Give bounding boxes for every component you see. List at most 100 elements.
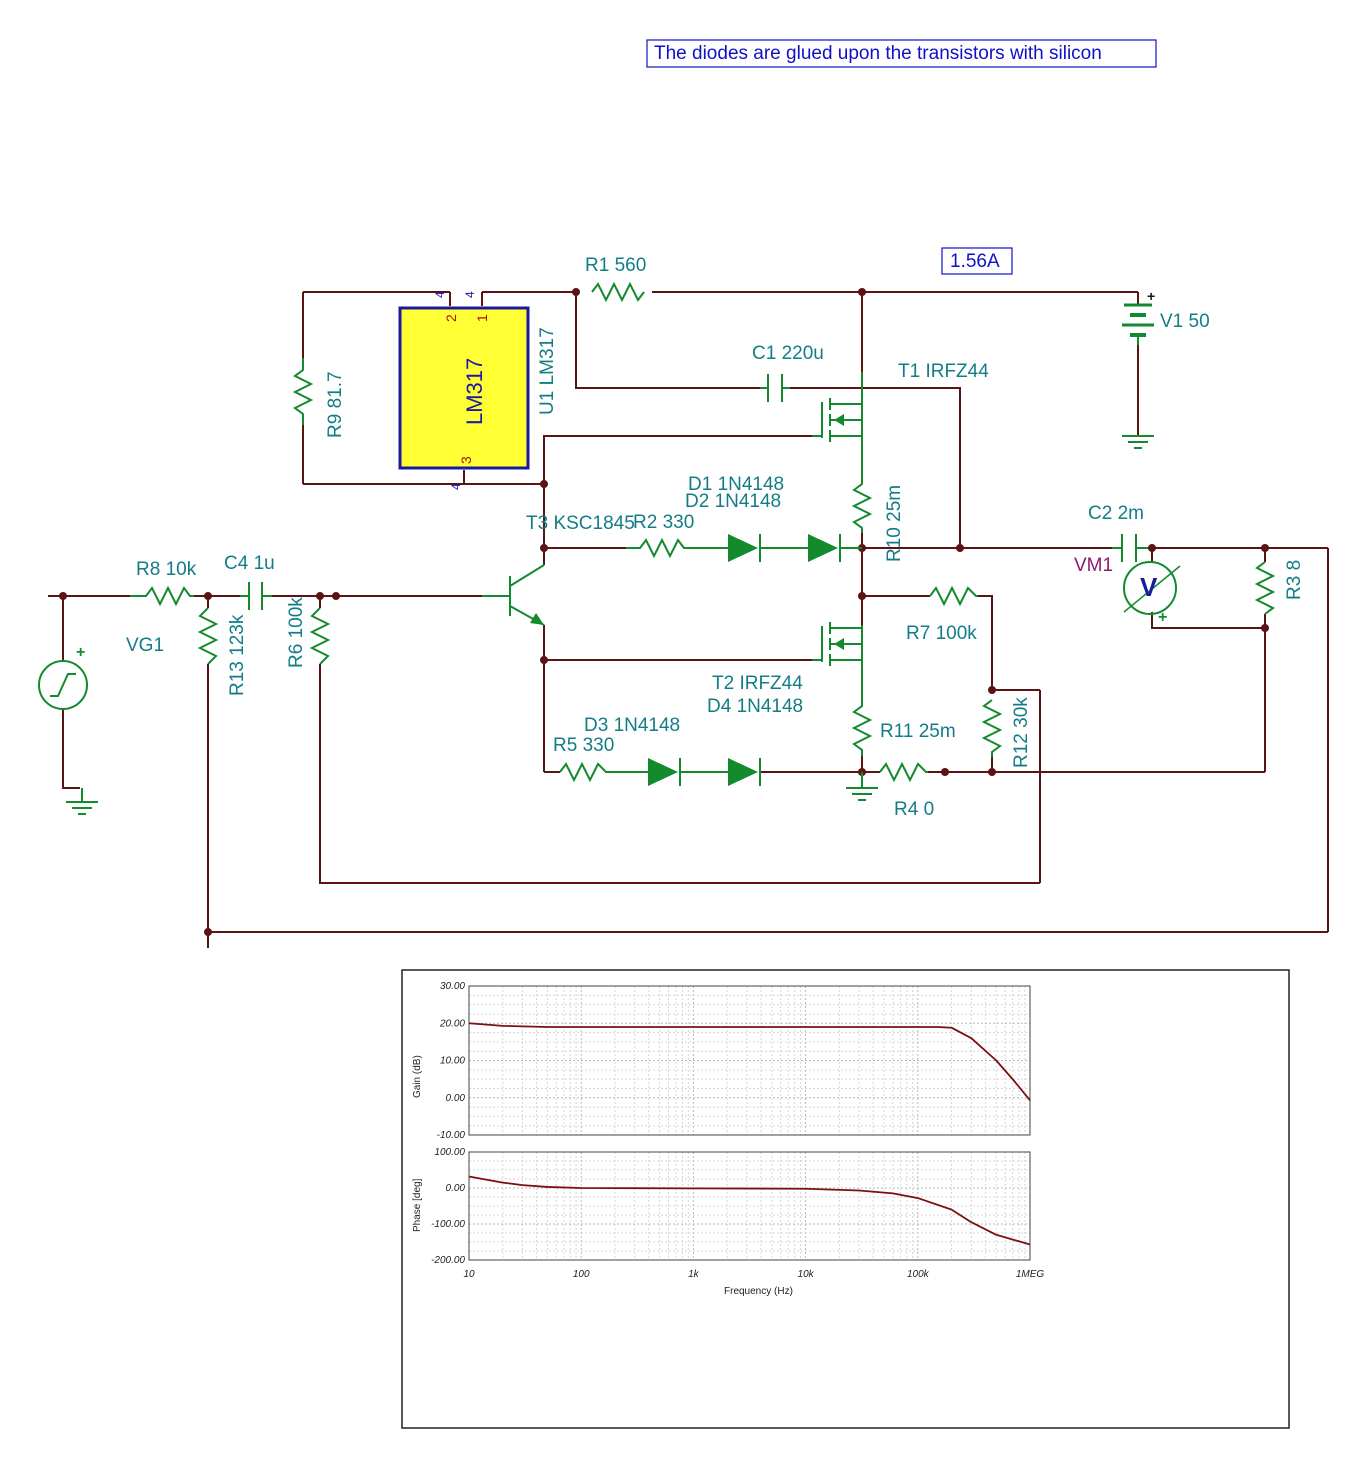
capacitor-c1[interactable] (760, 374, 790, 402)
phase-xtick-label: 100k (907, 1269, 930, 1280)
label-r5: R5 330 (553, 735, 614, 756)
plot-panel (401, 969, 1290, 1429)
label-t1: T1 IRFZ44 (898, 361, 989, 382)
voltmeter-vm1[interactable] (1123, 561, 1181, 615)
label-d2: D2 1N4148 (685, 491, 781, 512)
label-c2: C2 2m (1088, 503, 1144, 524)
label-r4: R4 0 (894, 799, 934, 820)
generator-plus-sign: + (76, 644, 85, 661)
resistor-r10[interactable] (851, 470, 873, 533)
bjt-t3[interactable] (482, 564, 545, 626)
gain-ytick-label: -10.00 (437, 1130, 466, 1141)
label-vm1: VM1 (1074, 555, 1113, 576)
gain-frame (468, 985, 1031, 1136)
note-box (646, 39, 1157, 68)
wires (48, 291, 1329, 948)
label-r12: R12 30k (1011, 697, 1032, 768)
label-d1: D1 1N4148 (688, 474, 784, 495)
label-r6: R6 100k (286, 597, 307, 668)
ic-u1-body-label: LM317 (462, 358, 487, 425)
ic-u1-pin-2: 2 (443, 314, 459, 322)
mosfet-t1[interactable] (812, 372, 863, 470)
ic-u1-node-4a: 4 (433, 291, 447, 298)
label-r3: R3 8 (1284, 560, 1305, 600)
phase-trace (468, 1175, 1031, 1246)
phase-xtick-label: 1MEG (1016, 1269, 1045, 1280)
label-v1: V1 50 (1160, 311, 1210, 332)
note-text: The diodes are glued upon the transistor… (654, 43, 1102, 64)
ic-u1-pin-1: 1 (474, 314, 490, 322)
label-d4: D4 1N4148 (707, 696, 803, 717)
resistor-r3[interactable] (1254, 561, 1276, 615)
diode-d4[interactable] (728, 758, 761, 786)
resistor-r4[interactable] (879, 761, 928, 783)
ground-v1 (1122, 435, 1154, 449)
voltmeter-v-symbol: V (1140, 572, 1158, 602)
junctions (59, 288, 1269, 936)
voltmeter-plus-sign: + (1158, 609, 1167, 626)
gain-ytick-label: 0.00 (446, 1093, 466, 1104)
label-r9: R9 81.7 (325, 371, 346, 438)
capacitor-c4[interactable] (240, 582, 272, 610)
label-r8: R8 10k (136, 559, 197, 580)
phase-ytick-label: 0.00 (446, 1183, 466, 1194)
diode-d1[interactable] (690, 534, 808, 562)
ground-r11 (846, 772, 878, 801)
ground-vg1 (66, 788, 98, 815)
resistor-r12[interactable] (981, 699, 1003, 757)
ic-u1-lm317[interactable] (398, 306, 530, 470)
gain-trace (468, 1022, 1031, 1101)
frequency-xlabel: Frequency (Hz) (724, 1286, 793, 1297)
gain-plot: 30.00 20.00 10.00 0.00 -10.00 (437, 981, 1031, 1141)
label-c1: C1 220u (752, 343, 824, 364)
label-d3: D3 1N4148 (584, 715, 680, 736)
current-probe-box (941, 247, 1013, 275)
capacitor-c2[interactable] (1112, 534, 1148, 562)
resistor-r5[interactable] (559, 761, 608, 783)
battery-v1[interactable] (1122, 303, 1154, 345)
resistor-r13[interactable] (197, 607, 219, 665)
ic-u1-node-4c: 4 (449, 483, 463, 490)
phase-xtick-label: 10k (798, 1269, 815, 1280)
label-r2: R2 330 (633, 512, 694, 533)
phase-ylabel: Phase [deg] (412, 1178, 423, 1232)
phase-plot: 100.00 0.00 -100.00 -200.00 10 100 1k 10k 100k 1M… (431, 1147, 1044, 1280)
label-c4: C4 1u (224, 553, 275, 574)
gain-ytick-label: 30.00 (440, 981, 465, 992)
signal-generator-vg1[interactable] (38, 660, 88, 710)
label-r13: R13 123k (227, 614, 248, 696)
phase-xtick-label: 10 (463, 1269, 475, 1280)
label-r11: R11 25m (880, 721, 956, 742)
resistor-r2[interactable] (626, 537, 690, 559)
ic-u1-pin-3: 3 (458, 456, 474, 464)
diode-d2[interactable] (808, 534, 862, 562)
phase-ytick-label: 100.00 (434, 1147, 465, 1158)
mosfet-t2[interactable] (812, 622, 863, 690)
diode-d3[interactable] (608, 758, 728, 786)
phase-xtick-label: 100 (573, 1269, 590, 1280)
label-u1: U1 LM317 (537, 327, 558, 415)
resistor-r6[interactable] (309, 607, 331, 665)
ic-u1-node-4b: 4 (463, 291, 477, 298)
resistor-r8[interactable] (130, 585, 194, 607)
phase-ytick-label: -200.00 (431, 1255, 465, 1266)
label-r10: R10 25m (884, 485, 905, 562)
label-r7: R7 100k (906, 623, 977, 644)
resistor-r1[interactable] (591, 281, 645, 303)
resistor-r9[interactable] (292, 358, 314, 425)
label-t2: T2 IRFZ44 (712, 673, 803, 694)
battery-plus-sign: + (1147, 288, 1155, 304)
resistor-r7[interactable] (929, 585, 978, 607)
phase-ytick-label: -100.00 (431, 1219, 465, 1230)
phase-xtick-label: 1k (688, 1269, 700, 1280)
label-t3: T3 KSC1845 (526, 513, 635, 534)
label-r1: R1 560 (585, 255, 646, 276)
resistor-r11[interactable] (851, 690, 873, 756)
gain-ylabel: Gain (dB) (412, 1055, 423, 1098)
label-vg1: VG1 (126, 635, 164, 656)
phase-frame (468, 1151, 1031, 1261)
gain-ytick-label: 20.00 (439, 1018, 465, 1029)
gain-ytick-label: 10.00 (440, 1056, 465, 1067)
current-probe-label: 1.56A (950, 251, 1000, 272)
